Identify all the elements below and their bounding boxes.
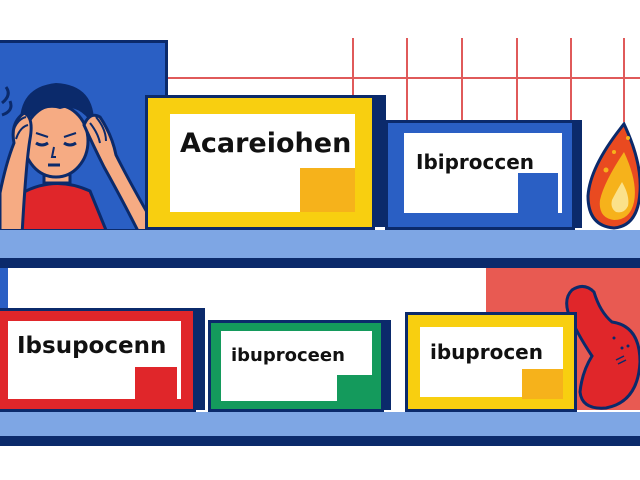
headache-person-icon xyxy=(0,83,159,229)
medicine-box-ibiproccen: Ibiproccen xyxy=(385,120,582,230)
box-color-swatch xyxy=(337,375,372,405)
box-label: Ibsupocenn xyxy=(17,333,167,359)
box-label: ibuprocen xyxy=(430,340,543,364)
box-color-swatch xyxy=(300,168,355,212)
medicine-box-ibsupocenn: Ibsupocenn xyxy=(0,308,205,412)
box-color-swatch xyxy=(522,369,563,399)
medicine-box-acareiohen: Acareiohen xyxy=(145,95,386,230)
box-label: Acareiohen xyxy=(180,128,352,159)
box-color-swatch xyxy=(135,367,177,401)
top-shelf-edge xyxy=(0,258,640,270)
box-label: ibuproceen xyxy=(231,345,345,366)
top-shelf xyxy=(0,230,640,258)
headache-person-panel xyxy=(0,40,168,232)
flame-icon xyxy=(586,122,640,230)
box-color-swatch xyxy=(518,173,558,217)
medicine-box-ibuproceen: ibuproceen xyxy=(208,320,391,412)
box-label: Ibiproccen xyxy=(416,150,535,174)
bottom-shelf xyxy=(0,412,640,436)
medicine-box-ibuprocen: ibuprocen xyxy=(405,312,577,412)
bottom-shelf-edge xyxy=(0,436,640,446)
